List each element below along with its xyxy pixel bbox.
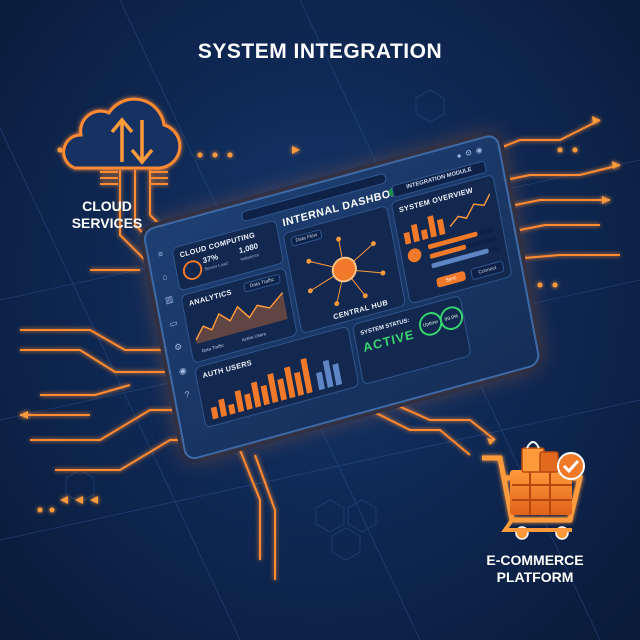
system-overview-panel: SYSTEM OVERVIEW Sync Connect [390, 173, 513, 305]
page-title: SYSTEM INTEGRATION [197, 40, 443, 63]
topbar-icons: ●⚙◉ [456, 144, 487, 161]
check-badge-icon [557, 452, 585, 480]
cloud-icon [62, 97, 182, 185]
ecommerce-label-line2: PLATFORM [496, 569, 574, 585]
chart-icon[interactable]: ▥ [164, 293, 175, 306]
cloud-label-line1: CLOUD [82, 198, 132, 214]
central-hub-panel: Data Flow CENTRAL HUB [282, 204, 407, 335]
cloud-services-label: CLOUD SERVICES [62, 198, 152, 232]
home-icon[interactable]: ⌂ [161, 271, 169, 283]
menu-icon[interactable]: ≡ [157, 248, 164, 260]
cloud-label-line2: SERVICES [71, 215, 143, 231]
analytics-line-chart [195, 291, 288, 344]
internal-dashboard: ●⚙◉ ≡ ⌂ ▥ ▭ ⚙ ◉ ? INTERNAL DASHBOARD Syn… [142, 132, 542, 462]
analytics-legend-2: Active Users [241, 331, 267, 343]
overview-sync-button[interactable]: Sync [435, 270, 467, 288]
system-overview-chart [403, 193, 491, 245]
overview-connect-button[interactable]: Connect [470, 260, 505, 281]
analytics-panel: ANALYTICS Data Traffic Data Traffic Acti… [180, 266, 298, 364]
central-hub-network-icon [306, 236, 386, 307]
user-sidebar-icon[interactable]: ◉ [178, 364, 188, 377]
arrow-heads [20, 116, 620, 504]
auth-users-bar-chart [210, 357, 343, 420]
server-load-gauge [181, 258, 204, 283]
overview-gauge [406, 246, 423, 264]
ecommerce-platform-label: E-COMMERCE PLATFORM [470, 552, 600, 586]
analytics-legend-1: Data Traffic [201, 342, 225, 354]
uptime-percent-ring: 99.9% [437, 303, 466, 333]
settings-icon[interactable]: ⚙ [173, 341, 183, 353]
ecommerce-label-line1: E-COMMERCE [486, 552, 584, 568]
user-icon[interactable]: ◉ [475, 144, 488, 156]
help-icon[interactable]: ? [183, 389, 191, 400]
folder-icon[interactable]: ▭ [168, 317, 179, 330]
dashboard-wrapper: ●⚙◉ ≡ ⌂ ▥ ▭ ⚙ ◉ ? INTERNAL DASHBOARD Syn… [142, 132, 542, 462]
auth-users-panel: AUTH USERS [194, 325, 360, 429]
overview-progress-bars [427, 227, 499, 269]
